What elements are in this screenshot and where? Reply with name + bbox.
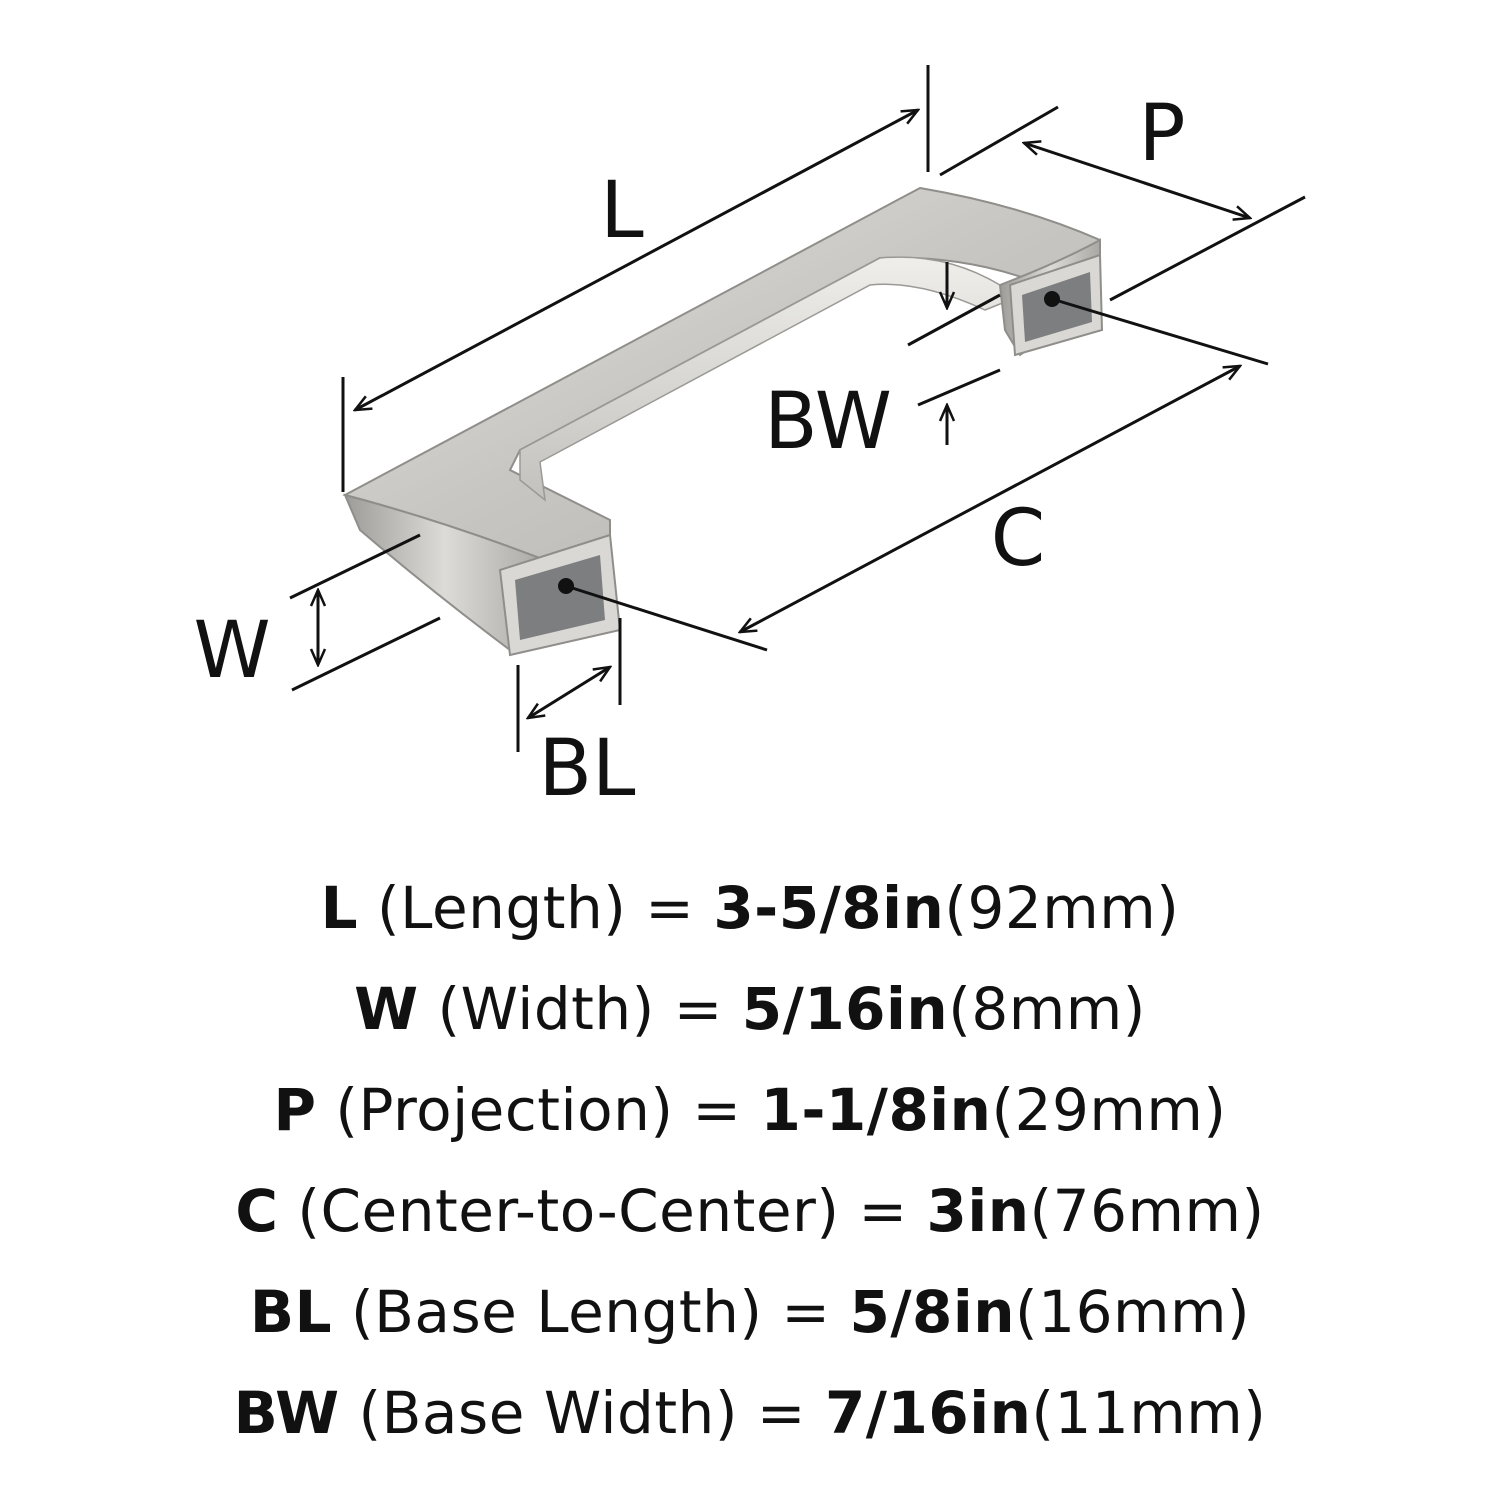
dimension-spec-list: L (Length) = 3-5/8in(92mm) W (Width) = 5… — [0, 858, 1500, 1464]
center-extension-right — [1051, 297, 1269, 366]
spec-imperial: 3in — [926, 1177, 1030, 1245]
spec-name: (Length) — [377, 874, 627, 942]
spec-equals: = — [692, 1076, 742, 1144]
spec-code: BW — [233, 1379, 340, 1447]
width-extension-top — [289, 533, 421, 600]
projection-extension-bottom — [1109, 195, 1306, 302]
spec-name: (Projection) — [335, 1076, 674, 1144]
spec-name: (Base Width) — [358, 1379, 738, 1447]
spec-imperial: 5/16in — [741, 975, 949, 1043]
spec-equals: = — [781, 1278, 831, 1346]
spec-imperial: 3-5/8in — [713, 874, 945, 942]
spec-code: W — [354, 975, 419, 1043]
spec-code: L — [320, 874, 359, 942]
center-dimension-line — [740, 366, 1240, 632]
base-width-extension-top — [907, 293, 1001, 347]
spec-code: C — [235, 1177, 279, 1245]
spec-metric: (16mm) — [1015, 1278, 1251, 1346]
projection-extension-top — [939, 105, 1059, 177]
spec-imperial: 1-1/8in — [760, 1076, 992, 1144]
spec-imperial: 5/8in — [849, 1278, 1016, 1346]
label-length: L — [600, 166, 644, 256]
base-length-dimension-line — [528, 667, 610, 718]
label-center: C — [991, 494, 1045, 584]
center-extension-left — [565, 584, 768, 652]
dimension-lines — [289, 65, 1306, 752]
label-base-width: BW — [764, 377, 892, 467]
spec-name: (Center-to-Center) — [297, 1177, 840, 1245]
spec-row-length: L (Length) = 3-5/8in(92mm) — [0, 858, 1500, 959]
spec-metric: (92mm) — [944, 874, 1180, 942]
projection-dimension-line — [1024, 143, 1250, 218]
spec-name: (Width) — [437, 975, 655, 1043]
spec-row-base-length: BL (Base Length) = 5/8in(16mm) — [0, 1262, 1500, 1363]
spec-row-center-to-center: C (Center-to-Center) = 3in(76mm) — [0, 1161, 1500, 1262]
spec-imperial: 7/16in — [824, 1379, 1032, 1447]
spec-row-base-width: BW (Base Width) = 7/16in(11mm) — [0, 1363, 1500, 1464]
length-dimension-line — [355, 110, 918, 410]
spec-equals: = — [645, 874, 695, 942]
spec-metric: (76mm) — [1029, 1177, 1265, 1245]
label-projection: P — [1138, 89, 1185, 179]
label-width: W — [193, 606, 270, 696]
label-base-length: BL — [539, 724, 637, 814]
spec-row-width: W (Width) = 5/16in(8mm) — [0, 959, 1500, 1060]
spec-equals: = — [858, 1177, 908, 1245]
handle-dimension-diagram: L P BW C W BL — [193, 65, 1306, 814]
spec-equals: = — [756, 1379, 806, 1447]
handle-left-base-insert — [515, 555, 605, 640]
handle-right-base-insert — [1022, 272, 1092, 342]
width-extension-bottom — [291, 616, 441, 692]
spec-code: P — [273, 1076, 317, 1144]
spec-name: (Base Length) — [351, 1278, 763, 1346]
base-width-extension-bottom — [917, 368, 1001, 407]
spec-equals: = — [673, 975, 723, 1043]
spec-metric: (11mm) — [1031, 1379, 1267, 1447]
spec-metric: (29mm) — [991, 1076, 1227, 1144]
spec-metric: (8mm) — [948, 975, 1146, 1043]
spec-code: BL — [249, 1278, 333, 1346]
handle-illustration — [342, 186, 1104, 657]
handle-top-face — [342, 186, 1101, 562]
spec-row-projection: P (Projection) = 1-1/8in(29mm) — [0, 1060, 1500, 1161]
